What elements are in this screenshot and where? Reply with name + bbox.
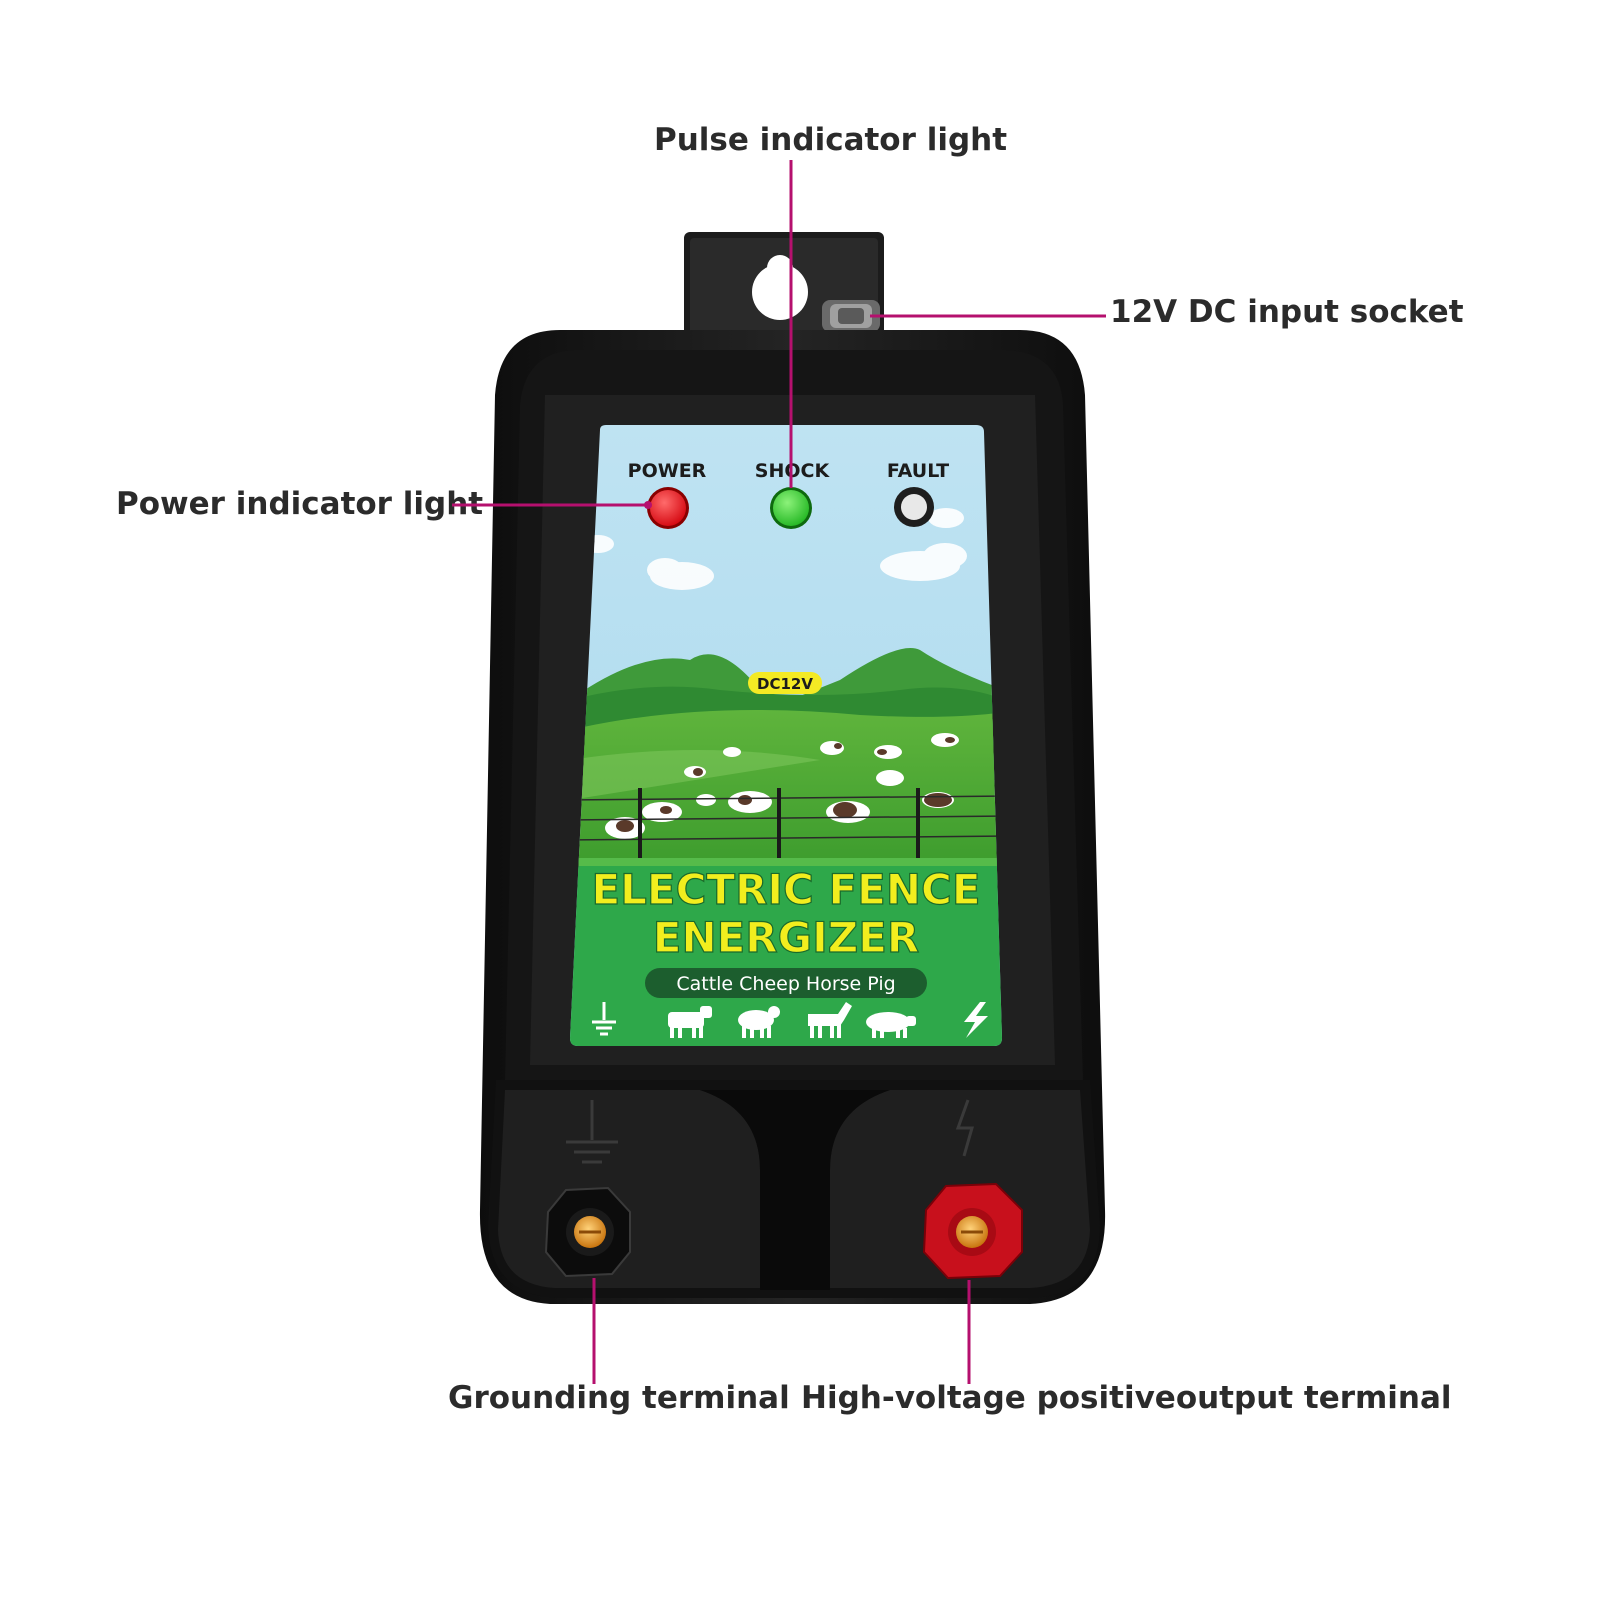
ground-icon — [592, 1002, 616, 1036]
lightning-icon — [964, 1002, 988, 1038]
dc-input-socket[interactable] — [822, 300, 880, 332]
embossed-ground-symbol — [566, 1100, 618, 1164]
voltage-badge-text: DC12V — [757, 675, 813, 693]
shock-light — [770, 487, 812, 529]
label-panel — [570, 425, 1002, 1046]
fence — [570, 788, 1002, 860]
sheep-icon — [738, 1006, 780, 1038]
clouds — [582, 508, 967, 590]
high-voltage-terminal[interactable] — [922, 1182, 1023, 1280]
power-indicator-callout: Power indicator light — [116, 486, 484, 522]
embossed-lightning-symbol — [955, 1099, 974, 1157]
animals-caption: Cattle Cheep Horse Pig — [676, 973, 895, 995]
grounding-terminal[interactable] — [544, 1186, 631, 1278]
animals-caption-pill — [645, 968, 927, 998]
shock-label: SHOCK — [755, 460, 831, 482]
high-voltage-terminal-callout: High-voltage positiveoutput terminal — [801, 1380, 1452, 1416]
pulse-indicator-callout: Pulse indicator light — [654, 122, 1008, 158]
dc-input-callout: 12V DC input socket — [1110, 294, 1464, 330]
pig-icon — [866, 1012, 916, 1038]
horse-icon — [808, 1002, 852, 1038]
product-title-line1: ELECTRIC FENCE — [591, 865, 980, 914]
grounding-terminal-callout: Grounding terminal — [448, 1380, 790, 1416]
fault-light — [894, 487, 934, 527]
cow-icon — [668, 1006, 712, 1038]
fault-label: FAULT — [887, 460, 949, 482]
voltage-badge: DC12V — [748, 672, 822, 694]
power-label: POWER — [628, 460, 707, 482]
product-title-line2: ENERGIZER — [653, 913, 919, 962]
leader-lines — [452, 160, 1106, 1384]
power-light — [647, 487, 689, 529]
